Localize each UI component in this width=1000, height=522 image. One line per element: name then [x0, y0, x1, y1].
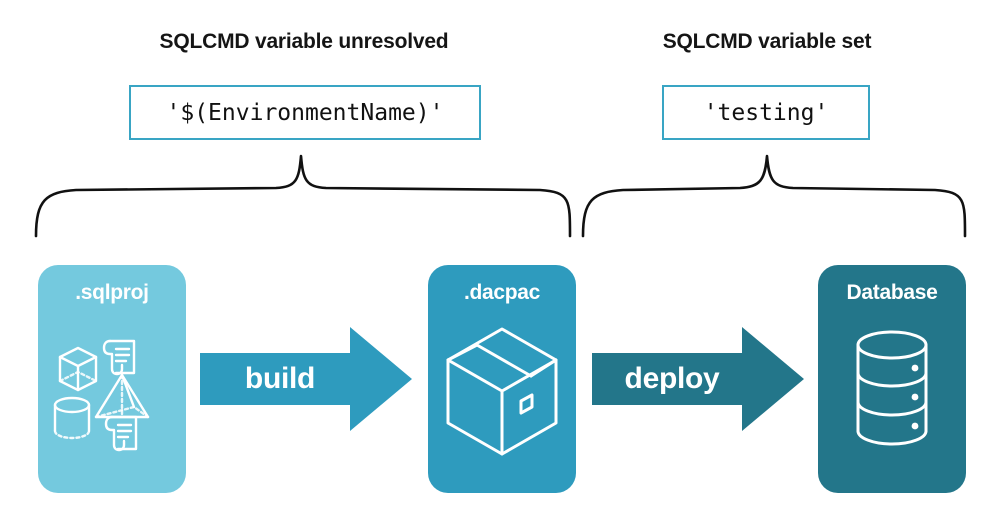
package-box-icon — [446, 327, 558, 456]
scroll-icon — [102, 339, 136, 376]
arrow-deploy-shape — [592, 327, 804, 431]
brace-deploy-scope — [581, 154, 967, 238]
stage-box-database-label: Database — [846, 281, 938, 304]
stage-box-dacpac: .dacpac — [428, 265, 576, 493]
stage-box-sqlproj: .sqlproj — [38, 265, 186, 493]
database-status-dots — [911, 364, 919, 430]
arrow-build-shape — [200, 327, 412, 431]
stage-box-dacpac-label: .dacpac — [463, 281, 541, 304]
pyramid-icon — [94, 373, 150, 419]
heading-sqlcmd-variable-set: SQLCMD variable set — [662, 30, 872, 53]
sqlproj-artwork — [53, 339, 150, 452]
arrow-build-label: build — [244, 362, 316, 395]
code-box-left-value: '$(EnvironmentName)' — [166, 99, 444, 126]
arrow-deploy-label: deploy — [624, 362, 720, 395]
brace-build-scope — [34, 154, 572, 238]
code-box-environment-name: '$(EnvironmentName)' — [129, 85, 481, 140]
dacpac-artwork — [446, 327, 558, 456]
code-box-testing: 'testing' — [662, 85, 870, 140]
database-cylinder-icon — [856, 330, 928, 446]
scroll-icon — [104, 415, 138, 452]
arrow-build: build — [200, 327, 412, 431]
code-box-right-value: 'testing' — [703, 99, 829, 126]
arrow-deploy: deploy — [592, 327, 804, 431]
stage-box-database: Database — [818, 265, 966, 493]
cube-icon — [58, 346, 98, 392]
stage-box-sqlproj-label: .sqlproj — [75, 281, 149, 304]
heading-sqlcmd-variable-unresolved: SQLCMD variable unresolved — [159, 30, 449, 53]
database-artwork — [856, 330, 928, 446]
cylinder-icon — [53, 396, 91, 440]
